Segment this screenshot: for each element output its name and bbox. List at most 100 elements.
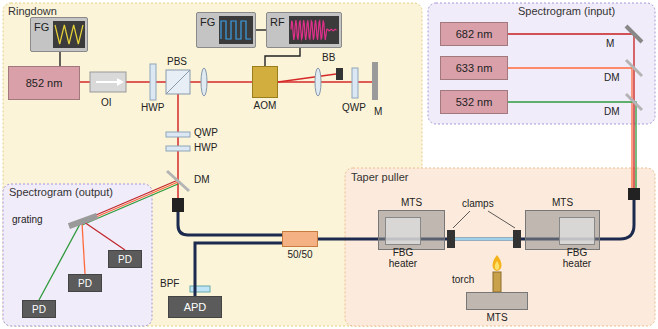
text-holder: FG <box>34 21 49 33</box>
label-text: MTS <box>401 197 422 208</box>
beam-splitter <box>166 70 190 94</box>
fiber-clamp <box>447 230 455 248</box>
leader-line <box>453 211 470 228</box>
spectrogram-beam <box>508 68 632 188</box>
label-text: OI <box>101 97 112 108</box>
dichroic-mirror <box>167 171 189 191</box>
fiber-collimator <box>172 188 640 212</box>
spectrogram-beam <box>508 34 634 188</box>
label-text: PD <box>118 254 132 265</box>
text-holder: M <box>374 106 382 117</box>
waveplate <box>150 64 358 151</box>
laser-box: 852 nm <box>8 66 80 100</box>
region-fill <box>345 168 655 326</box>
text-holder: 50/50 <box>287 249 312 260</box>
dichroic-mirror <box>626 60 642 76</box>
signal-wire <box>59 52 60 66</box>
beam-block <box>336 68 343 80</box>
label-text: BB <box>322 52 335 63</box>
label-text: DM <box>194 174 210 185</box>
function-generator: FG <box>30 17 88 52</box>
dichroic-mirror <box>626 94 642 110</box>
torch <box>495 261 500 270</box>
text-holder: DM <box>604 106 620 117</box>
label-text: Spectrogram (output) <box>9 186 113 198</box>
monitor-screen <box>289 16 339 44</box>
bandpass-filter <box>190 286 210 292</box>
optical-isolator <box>90 72 126 92</box>
text-holder: grating <box>12 214 43 225</box>
text-holder: 633 nm <box>441 57 507 79</box>
leader-line <box>453 211 515 228</box>
spectrogram-beam <box>82 223 85 274</box>
text-holder: BPF <box>160 278 179 289</box>
lens <box>315 68 321 96</box>
text-holder: FG <box>200 16 215 28</box>
label-text: FBG heater <box>563 247 591 269</box>
label-text: AOM <box>254 100 277 111</box>
region-fill <box>428 3 655 124</box>
label-text: BPF <box>160 278 179 289</box>
text-holder: M <box>606 38 614 49</box>
label-text: Spectrogram (input) <box>518 5 615 17</box>
label-text: Ringdown <box>8 5 57 17</box>
spectrogram-beam <box>84 222 125 250</box>
text-holder: 852 nm <box>9 67 79 99</box>
label-text: 633 nm <box>456 62 493 74</box>
screen-background <box>219 16 253 44</box>
beam-splitter <box>166 70 190 94</box>
spectrogram-beam <box>39 34 636 300</box>
fiber-clamp <box>447 230 521 248</box>
screen-background <box>53 21 85 48</box>
mirror <box>372 62 378 100</box>
label-text: 852 nm <box>26 77 63 89</box>
text-holder: 682 nm <box>441 23 507 45</box>
text-holder: HWP <box>141 102 164 113</box>
label-text: DM <box>604 72 620 83</box>
label-text: clamps <box>462 198 494 209</box>
taper-fiber <box>455 239 513 240</box>
label-text: QWP <box>194 127 218 138</box>
text-holder: MTS <box>486 312 507 323</box>
text-holder: Taper puller <box>351 171 408 183</box>
optical-fiber <box>178 212 282 235</box>
label-text: MTS <box>552 197 573 208</box>
text-holder: FBG heater <box>555 247 599 269</box>
torch <box>493 255 502 292</box>
bandpass-filter <box>190 286 210 292</box>
text-holder: torch <box>452 274 474 285</box>
laser-beam <box>278 74 336 82</box>
label-text: 50/50 <box>287 249 312 260</box>
aom-box: AOM <box>252 66 278 98</box>
text-holder: Ringdown <box>8 5 57 17</box>
stage-box: MTS <box>466 292 528 310</box>
lens <box>201 68 207 96</box>
waveform-trace <box>221 21 251 39</box>
optical-isolator <box>96 81 117 83</box>
detector-box: PD <box>108 250 142 268</box>
screen-background <box>289 16 339 44</box>
label-text: DM <box>604 106 620 117</box>
stage-box: MTSFBG heater <box>525 210 600 250</box>
waveplate <box>166 132 190 137</box>
torch <box>493 272 501 292</box>
leader-line <box>488 211 515 228</box>
torch <box>493 255 502 271</box>
text-holder: Spectrogram (output) <box>9 186 113 198</box>
grating <box>68 213 98 229</box>
laser-beam <box>80 74 372 198</box>
signal-wire <box>256 29 266 30</box>
text-holder: OI <box>101 97 112 108</box>
spectrogram-beam <box>508 102 636 188</box>
label-text: FBG heater <box>389 247 417 269</box>
text-holder: AOM <box>254 100 277 111</box>
text-holder: QWP <box>342 102 366 113</box>
fiber-collimator <box>628 188 640 200</box>
beam-splitter <box>166 70 190 94</box>
optical-isolator <box>117 78 124 86</box>
label-text: PD <box>32 304 46 315</box>
text-holder: APD <box>169 297 221 317</box>
monitor-screen <box>219 16 253 44</box>
detector-box: PD <box>22 300 56 318</box>
